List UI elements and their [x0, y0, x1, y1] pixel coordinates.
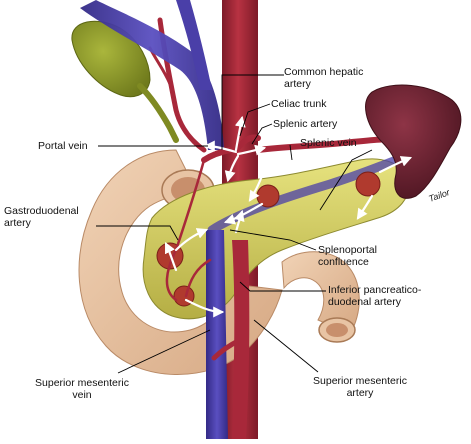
label-common-hepatic-artery: Common hepatic artery	[284, 66, 363, 90]
label-splenoportal-confluence-line1: Splenoportal	[318, 244, 377, 256]
label-common-hepatic-artery-line2: artery	[284, 78, 311, 90]
sma-branch	[211, 337, 243, 361]
label-inferior-pancreaticoduodenal-artery-line1: Inferior pancreatico-	[328, 284, 422, 296]
superior-mesenteric-vein	[206, 230, 228, 439]
label-superior-mesenteric-vein: Superior mesenteric vein	[22, 377, 142, 401]
leader-lines	[96, 74, 373, 374]
artist-signature: Tailor	[427, 187, 452, 204]
label-celiac-trunk: Celiac trunk	[271, 98, 327, 110]
portal-vein-upper	[176, 0, 212, 90]
portal-vein	[80, 0, 224, 150]
gallbladder	[71, 20, 179, 143]
flow-arrows	[164, 115, 413, 318]
label-common-hepatic-artery-line1: Common hepatic	[284, 66, 364, 78]
label-gastroduodenal-artery: Gastroduodenal artery	[4, 205, 79, 229]
label-splenic-artery: Splenic artery	[273, 118, 338, 130]
label-splenic-vein: Splenic vein	[300, 137, 357, 149]
label-superior-mesenteric-artery: Superior mesenteric artery	[300, 375, 420, 399]
tumor-nodules	[156, 171, 381, 307]
label-gastroduodenal-artery-line1: Gastroduodenal	[4, 205, 79, 217]
duodenum	[78, 149, 360, 375]
label-inferior-pancreaticoduodenal-artery: Inferior pancreatico- duodenal artery	[328, 284, 421, 308]
label-superior-mesenteric-vein-line2: vein	[72, 389, 92, 401]
label-gastroduodenal-artery-line2: artery	[4, 217, 31, 229]
label-superior-mesenteric-vein-line1: Superior mesenteric	[35, 377, 129, 389]
label-splenoportal-confluence-line2: confluence	[318, 256, 369, 268]
label-inferior-pancreaticoduodenal-artery-line2: duodenal artery	[328, 296, 401, 308]
label-splenoportal-confluence: Splenoportal confluence	[318, 244, 377, 268]
spleen	[365, 84, 462, 199]
gastroduodenal-branches	[165, 158, 212, 302]
label-superior-mesenteric-artery-line2: artery	[346, 387, 374, 399]
label-portal-vein: Portal vein	[38, 140, 88, 152]
label-superior-mesenteric-artery-line1: Superior mesenteric	[313, 375, 407, 387]
